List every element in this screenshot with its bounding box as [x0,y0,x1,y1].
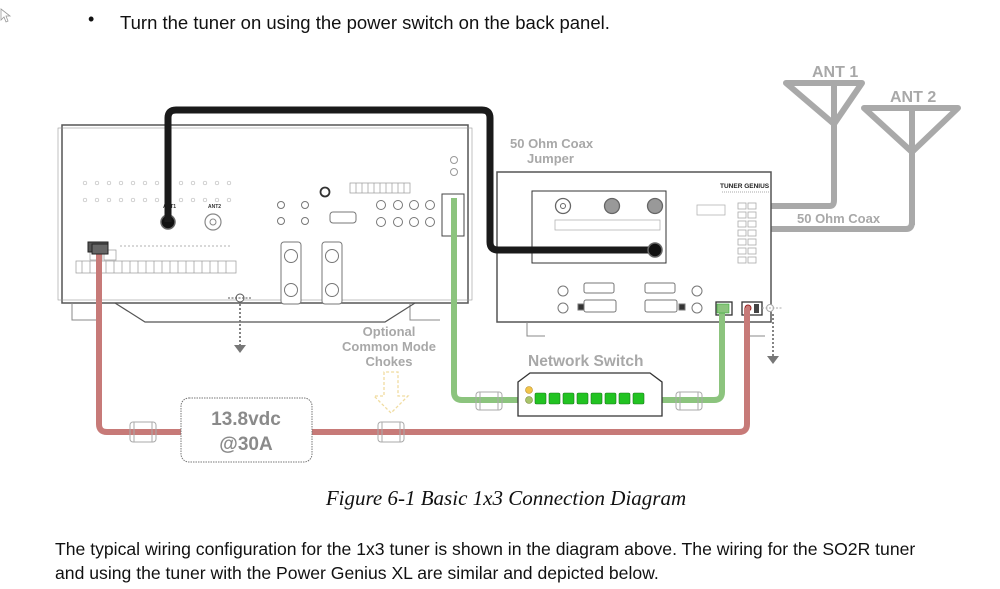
mouse-cursor-icon [0,8,12,23]
paragraph-line-2: and using the tuner with the Power Geniu… [55,563,659,583]
coax-cable-ant1 [655,199,837,209]
jumper-label-line1: 50 Ohm Coax [510,136,594,151]
bullet-text: Turn the tuner on using the power switch… [120,12,610,33]
antenna-2-label: ANT 2 [890,89,936,106]
radio-rear-panel: ANT1 ANT2 [57,124,473,323]
coax-label: 50 Ohm Coax [797,211,881,226]
antenna-1-label: ANT 1 [812,64,858,81]
paragraph-line-1: The typical wiring configuration for the… [55,539,916,559]
figure-caption: Figure 6-1 Basic 1x3 Connection Diagram [325,486,687,510]
chokes-label-line2: Common Mode [342,339,436,354]
ethernet-cable-tuner [650,308,725,403]
bullet-icon: • [88,9,95,29]
radio-ant2-label: ANT2 [208,204,221,210]
choke-pointer-arrow [372,371,410,414]
antenna-1 [783,80,865,200]
ground-arrow-tuner [767,314,779,364]
tuner-genius-unit: TUNER GENIUS [496,171,782,337]
choke-ethernet-tuner [675,391,703,411]
choke-power-left [129,421,157,443]
body-paragraph: The typical wiring configuration for the… [55,537,985,585]
switch-ports [534,392,645,405]
tuner-title: TUNER GENIUS [720,183,770,190]
choke-ethernet-radio [475,391,503,411]
jumper-label-line2: Jumper [527,151,574,166]
chokes-label-line1: Optional [363,324,416,339]
switch-led-icon [525,386,533,394]
choke-power-right [377,421,405,443]
network-switch-label: Network Switch [528,353,643,370]
power-cable [96,248,750,435]
connection-diagram: ANT 1 ANT 2 50 Ohm Coax ANT1 ANT2 [57,64,961,463]
ethernet-cable-radio [451,198,540,403]
power-supply-current: @30A [219,434,273,455]
antenna-2 [861,105,961,225]
ground-arrow-radio [234,304,246,353]
network-switch [517,372,663,417]
chokes-label-line3: Chokes [366,354,413,369]
power-supply-voltage: 13.8vdc [211,409,281,430]
power-supply: 13.8vdc @30A [180,397,313,463]
coax-jumper-cable [164,106,655,254]
